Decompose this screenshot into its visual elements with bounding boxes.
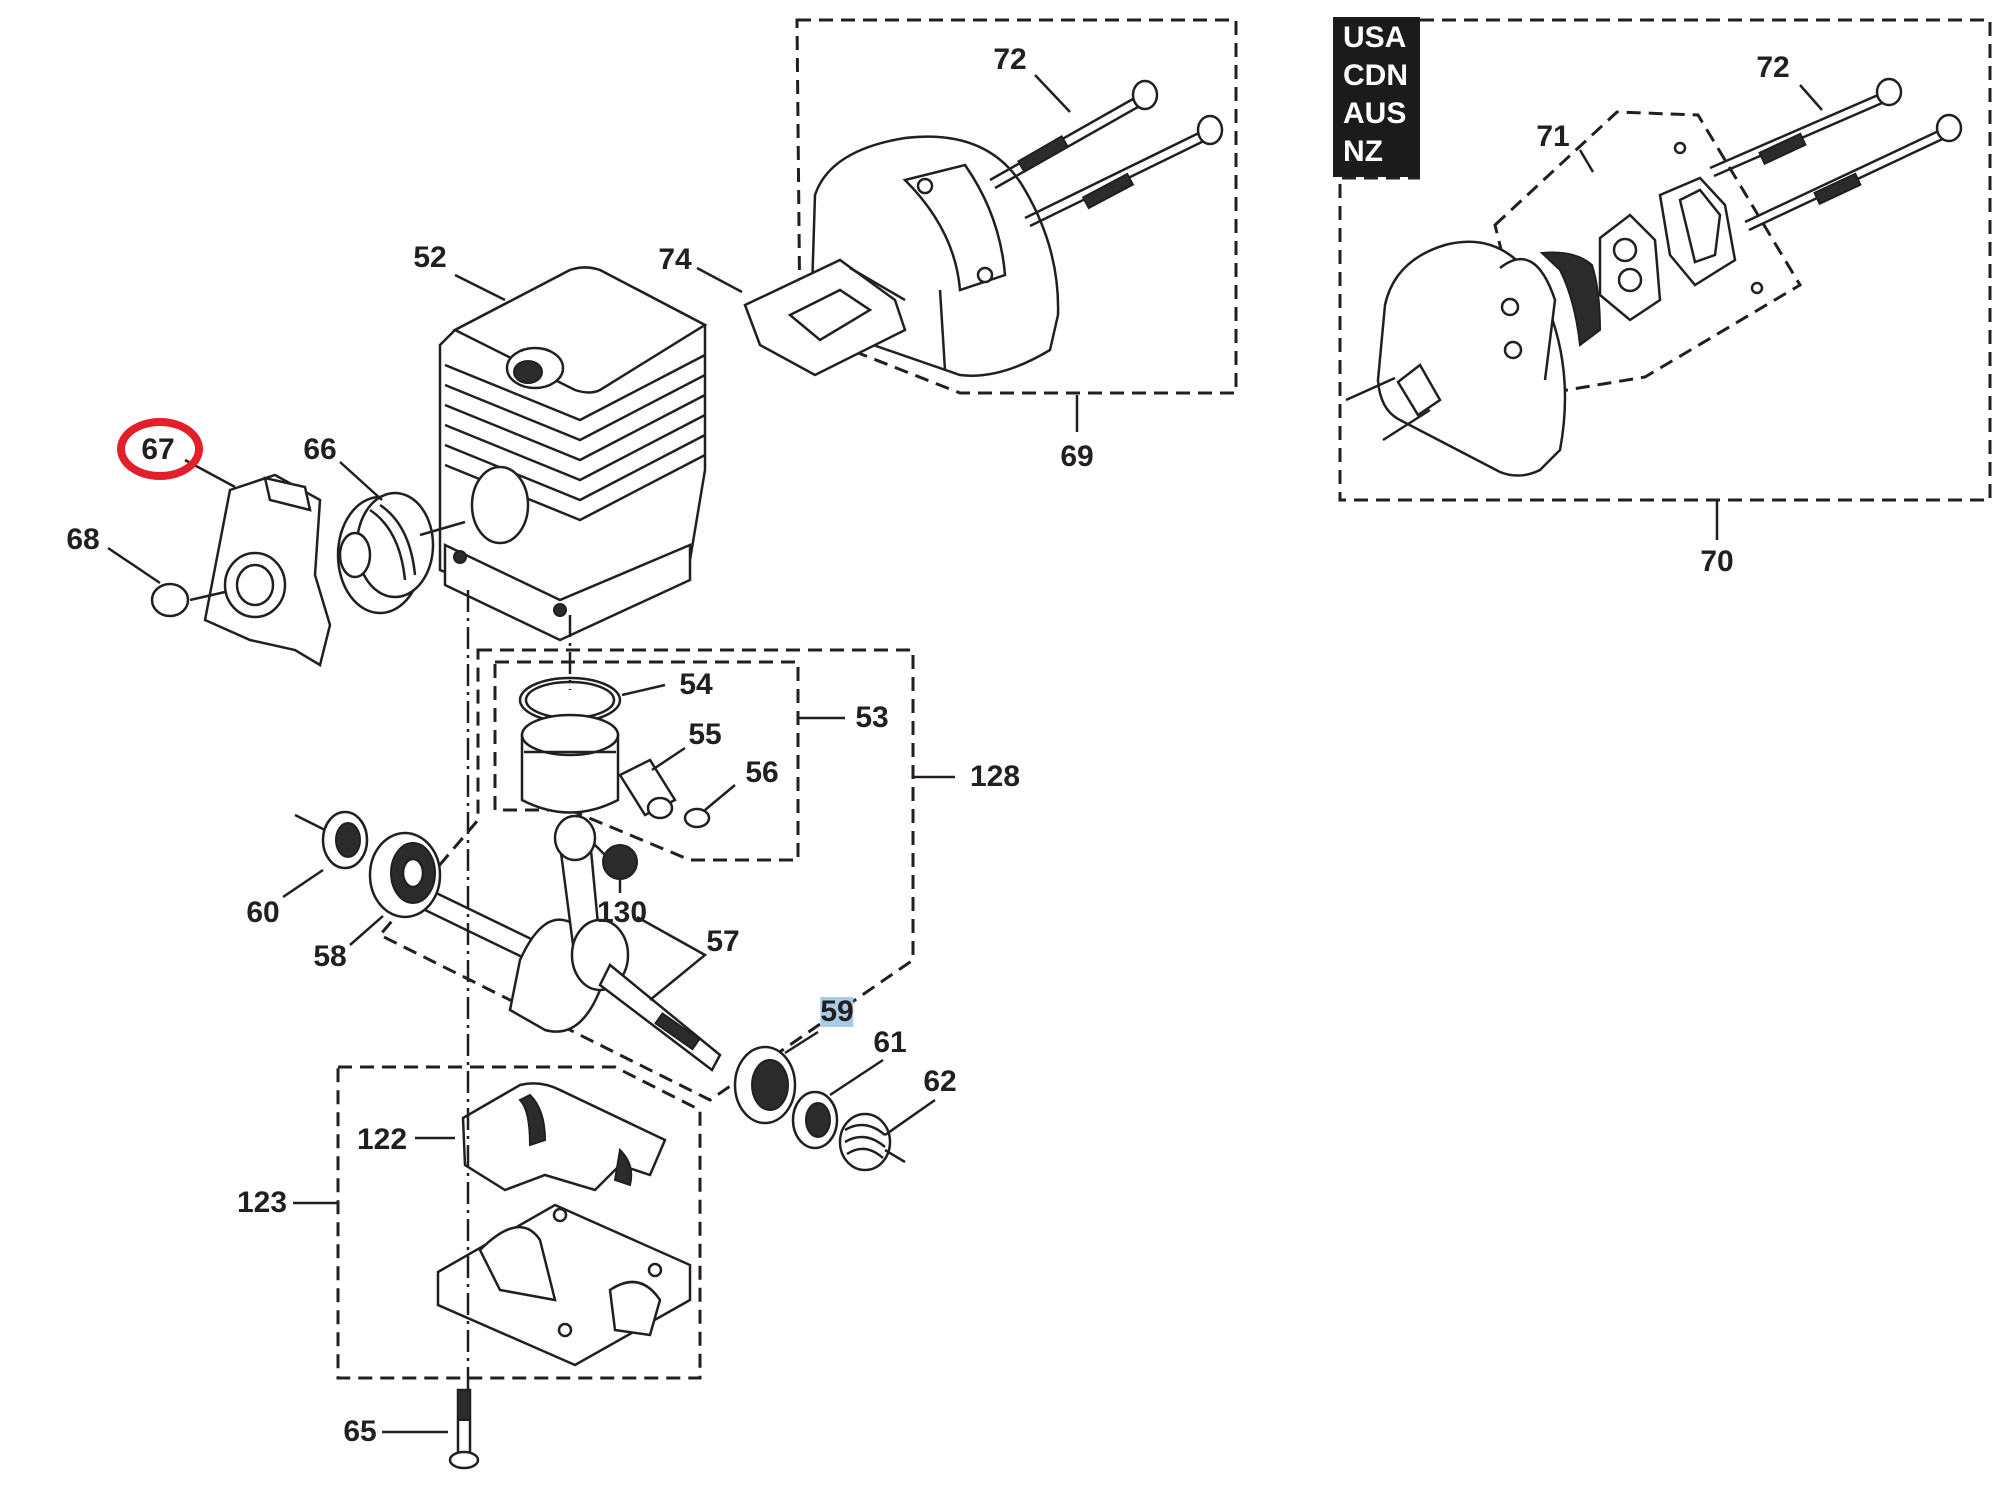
callout-67: 67: [141, 433, 175, 466]
muffler-plates: [1598, 141, 1764, 322]
group-123-boundary: [336, 1065, 702, 1380]
leader-55: [651, 746, 686, 772]
region-aus: AUS: [1343, 97, 1407, 130]
callout-72a: 72: [993, 43, 1027, 76]
oil-seal-61: [791, 1090, 839, 1150]
group-128-boundary: [377, 648, 915, 1102]
intake-boot-66: [336, 491, 435, 615]
leader-60: [282, 868, 324, 899]
bolts-72-right: [1709, 77, 1963, 232]
callout-123: 123: [236, 1186, 288, 1219]
leader-56: [704, 784, 736, 811]
gasket-122: [461, 1082, 667, 1192]
crankcase-half: [436, 1203, 692, 1367]
ball-bearing-58: [368, 831, 442, 919]
screw-65: [448, 1388, 480, 1470]
callout-122: 122: [356, 1123, 408, 1156]
group-53-boundary: [493, 660, 800, 862]
highlight-circle: [117, 418, 203, 480]
callout-72b: 72: [1756, 51, 1790, 84]
ball-bearing-59: [733, 1045, 797, 1125]
callout-55: 55: [688, 718, 722, 751]
callout-52: 52: [413, 241, 447, 274]
callout-130: 130: [596, 896, 648, 929]
callout-74: 74: [658, 243, 692, 276]
needle-bearing-130: [589, 839, 638, 880]
leader-72a: [1034, 74, 1071, 113]
callout-69: 69: [1060, 440, 1094, 473]
crankshaft-57: [423, 814, 722, 1072]
cylinder-52: [438, 266, 708, 642]
bolts-72-left: [989, 79, 1224, 228]
muffler-70: [1345, 240, 1567, 477]
group-70-boundary: [1338, 18, 1992, 502]
callout-128: 128: [969, 760, 1021, 793]
piston-ring-54: [518, 676, 622, 724]
callout-58: 58: [313, 940, 347, 973]
leader-74: [696, 266, 743, 294]
leader-58: [349, 915, 384, 946]
oil-seal-60: [321, 810, 369, 870]
callout-66: 66: [303, 433, 337, 466]
callout-70: 70: [1700, 545, 1734, 578]
callout-60: 60: [246, 896, 280, 929]
callout-56: 56: [745, 756, 779, 789]
piston: [520, 713, 620, 814]
leader-59: [784, 1030, 819, 1055]
gasket-74: [743, 258, 907, 377]
region-nz: NZ: [1343, 135, 1383, 168]
region-cdn: CDN: [1343, 59, 1408, 92]
callout-59: 59: [820, 995, 854, 1028]
leader-68: [107, 546, 161, 585]
leader-57: [636, 915, 708, 1001]
callout-57: 57: [706, 925, 740, 958]
leader-62: [884, 1098, 936, 1137]
callout-68: 68: [66, 523, 100, 556]
clamp-ring-68: [150, 582, 226, 618]
callout-62: 62: [923, 1065, 957, 1098]
intake-flange-67: [203, 473, 332, 667]
leader-61: [829, 1058, 884, 1097]
region-usa: USA: [1343, 21, 1407, 54]
leader-71: [1578, 149, 1595, 173]
callout-53: 53: [855, 701, 889, 734]
callout-54: 54: [679, 668, 713, 701]
callout-61: 61: [873, 1026, 907, 1059]
callout-71: 71: [1536, 120, 1570, 153]
spring-62: [838, 1112, 906, 1172]
callout-65: 65: [343, 1415, 377, 1448]
leader-54: [621, 683, 666, 697]
circlip-56: [683, 807, 711, 829]
leader-52: [454, 273, 506, 302]
leader-72b: [1799, 84, 1823, 111]
spark-arrestor-screen: [1539, 251, 1602, 347]
leader-66: [339, 461, 383, 501]
region-badge: USA CDN AUS NZ: [1333, 17, 1420, 177]
piston-pin-55: [618, 758, 677, 820]
